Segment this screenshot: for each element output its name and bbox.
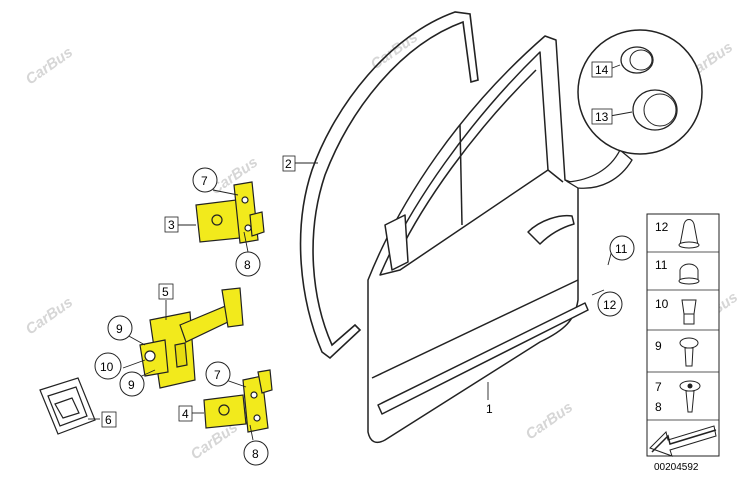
door-seal — [299, 11, 479, 360]
part-labels: 1 2 3 4 5 6 7 8 7 8 9 10 9 — [94, 61, 635, 466]
upper-hinge — [195, 181, 265, 244]
clip-12-icon — [679, 219, 699, 246]
label-13: 13 — [595, 110, 609, 124]
label-8b: 8 — [252, 447, 259, 461]
label-7b: 7 — [214, 368, 221, 382]
label-2: 2 — [285, 157, 292, 171]
label-9b: 9 — [128, 378, 135, 392]
door-shell — [367, 35, 589, 444]
cover-6 — [39, 377, 96, 435]
label-10: 10 — [100, 360, 114, 374]
watermark-6: CarBus — [523, 399, 576, 444]
cap-14 — [620, 46, 654, 74]
label-12: 12 — [603, 298, 617, 312]
label-6: 6 — [105, 413, 112, 427]
nut-11-icon — [679, 263, 699, 281]
legend-label-7: 7 — [655, 380, 662, 394]
screw-9-icon — [679, 337, 699, 349]
label-7a: 7 — [201, 174, 208, 188]
label-4: 4 — [182, 407, 189, 421]
diagram-reference-number: 00204592 — [654, 462, 699, 473]
fastener-legend: 12 11 10 9 7 8 — [646, 213, 720, 457]
cap-13 — [632, 89, 678, 131]
watermark-5: CarBus — [23, 294, 76, 339]
legend-label-8: 8 — [655, 400, 662, 414]
label-8a: 8 — [244, 258, 251, 272]
cap-callout — [565, 29, 703, 189]
label-3: 3 — [168, 218, 175, 232]
legend-label-11: 11 — [655, 258, 668, 272]
rivet-10-icon — [681, 299, 697, 315]
legend-label-12: 12 — [655, 220, 669, 234]
label-11: 11 — [615, 242, 628, 256]
label-9a: 9 — [116, 322, 123, 336]
label-1: 1 — [486, 402, 493, 416]
lower-hinge — [203, 369, 273, 433]
watermark-1: CarBus — [23, 44, 76, 89]
label-14: 14 — [595, 63, 609, 77]
label-5: 5 — [162, 285, 169, 299]
door-check — [139, 287, 244, 389]
legend-label-9: 9 — [655, 339, 662, 353]
legend-label-10: 10 — [655, 297, 669, 311]
